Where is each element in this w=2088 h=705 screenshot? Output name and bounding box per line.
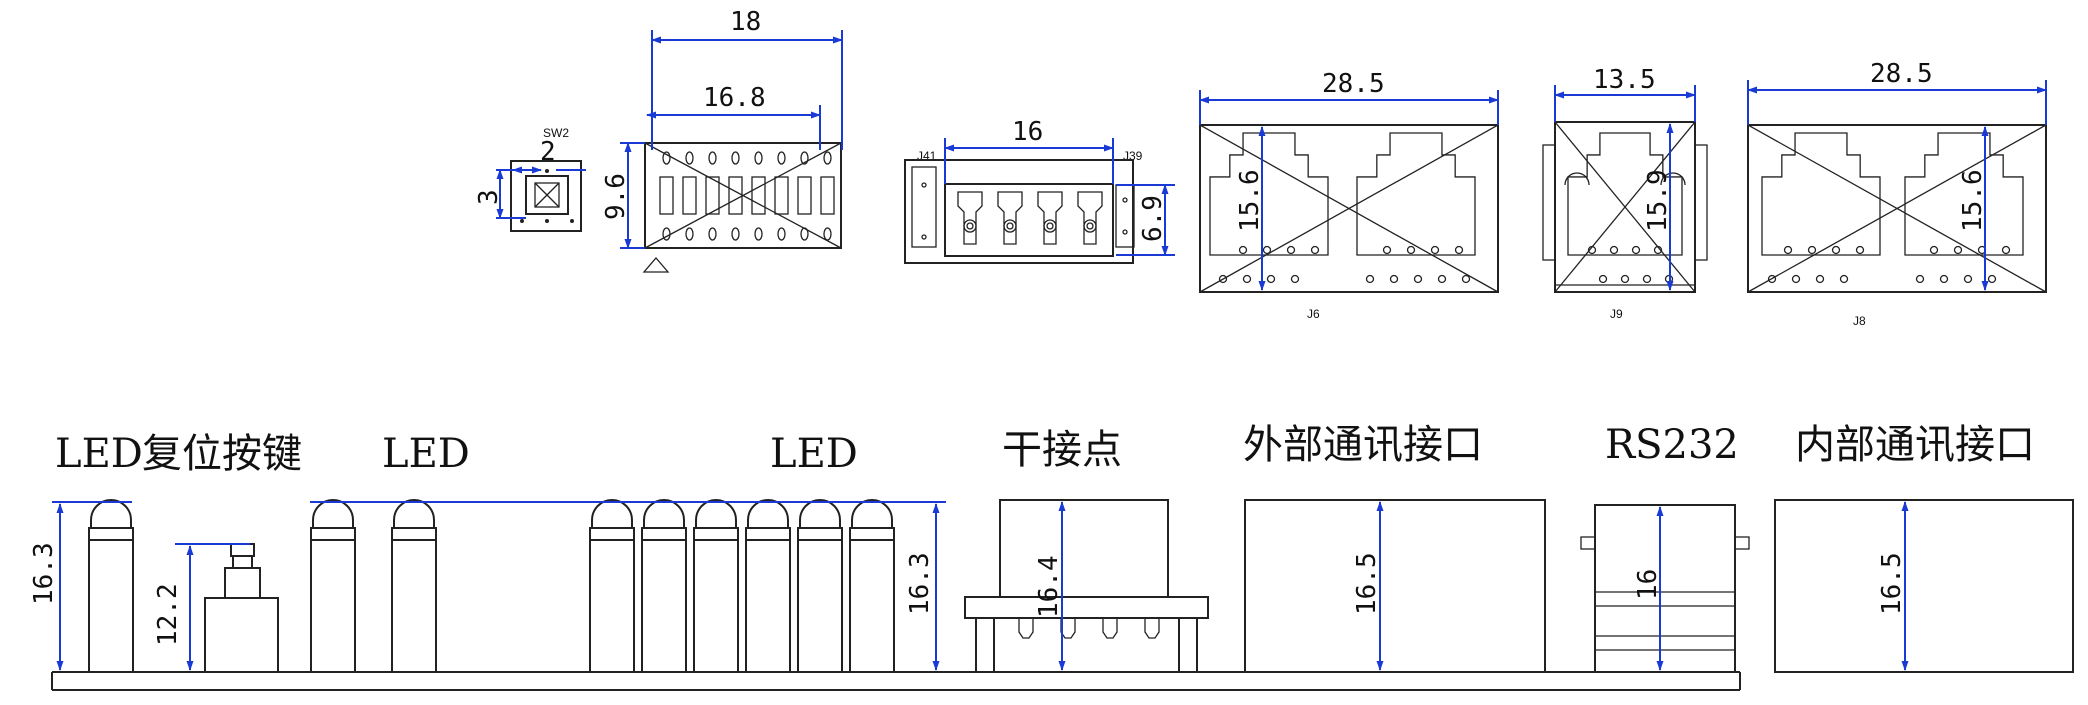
pcb-base bbox=[51, 671, 1741, 691]
j9-height-dim: 15.9 bbox=[1643, 169, 1673, 232]
dry-contact-height-dim: 16.4 bbox=[1034, 555, 1064, 618]
label-internal-port: 内部通讯接口 bbox=[1795, 422, 2035, 468]
j6-dual-rj45-top: 28.5 15.6 J6 bbox=[1199, 69, 1499, 321]
j8-dual-rj45-top: 28.5 15.6 J8 bbox=[1747, 59, 2047, 328]
j9-tag: J9 bbox=[1610, 307, 1623, 321]
label-dry-contact: 干接点 bbox=[1002, 427, 1122, 473]
j8-width-dim: 28.5 bbox=[1870, 59, 1933, 89]
dry-contact-side: 16.4 bbox=[964, 499, 1209, 673]
label-led-1: LED bbox=[55, 431, 143, 477]
j6-tag: J6 bbox=[1307, 307, 1320, 321]
sw2-height-dim: 3 bbox=[474, 189, 504, 205]
label-led-2: LED bbox=[382, 431, 470, 477]
label-external-port: 外部通讯接口 bbox=[1243, 422, 1483, 468]
led-left-height-dim: 16.3 bbox=[29, 542, 59, 605]
label-rs232: RS232 bbox=[1605, 422, 1739, 468]
external-port-side: 16.5 bbox=[1244, 499, 1546, 673]
external-height-dim: 16.5 bbox=[1352, 552, 1382, 615]
sw2-switch-top: SW2 2 3 bbox=[474, 126, 586, 232]
terminal-width-dim: 16 bbox=[1012, 117, 1043, 147]
label-reset-button: 复位按键 bbox=[142, 431, 302, 477]
j6-width-dim: 28.5 bbox=[1322, 69, 1385, 99]
rs232-height-dim: 16 bbox=[1633, 569, 1663, 600]
sw2-width-dim: 2 bbox=[540, 137, 556, 167]
rs232-side: 16 bbox=[1580, 504, 1750, 673]
internal-height-dim: 16.5 bbox=[1877, 552, 1907, 615]
led-right-height-dim: 16.3 bbox=[905, 552, 935, 615]
sw2-tag: SW2 bbox=[543, 126, 569, 140]
dip-switch-top: 18 16.8 9.6 bbox=[601, 7, 843, 273]
reset-height-dim: 12.2 bbox=[153, 583, 183, 646]
j6-height-dim: 15.6 bbox=[1235, 169, 1265, 232]
internal-port-side: 16.5 bbox=[1774, 499, 2074, 673]
j8-height-dim: 15.6 bbox=[1958, 169, 1988, 232]
terminal-height-dim: 6.9 bbox=[1138, 195, 1168, 242]
terminal-block-top: J41 J39 16 6.9 bbox=[904, 117, 1175, 264]
dip-height-dim: 9.6 bbox=[601, 173, 631, 220]
led-dimensions: 16.3 16.3 bbox=[29, 501, 946, 671]
side-view-leds bbox=[88, 499, 895, 673]
dip-inner-width-dim: 16.8 bbox=[703, 83, 766, 113]
label-led-3: LED bbox=[770, 431, 858, 477]
j9-rj45-top: 13.5 15.9 J9 bbox=[1542, 65, 1708, 321]
j8-tag: J8 bbox=[1853, 314, 1866, 328]
dip-outer-width-dim: 18 bbox=[730, 7, 761, 37]
reset-button-side: 12.2 bbox=[153, 543, 279, 673]
j9-width-dim: 13.5 bbox=[1593, 65, 1656, 95]
